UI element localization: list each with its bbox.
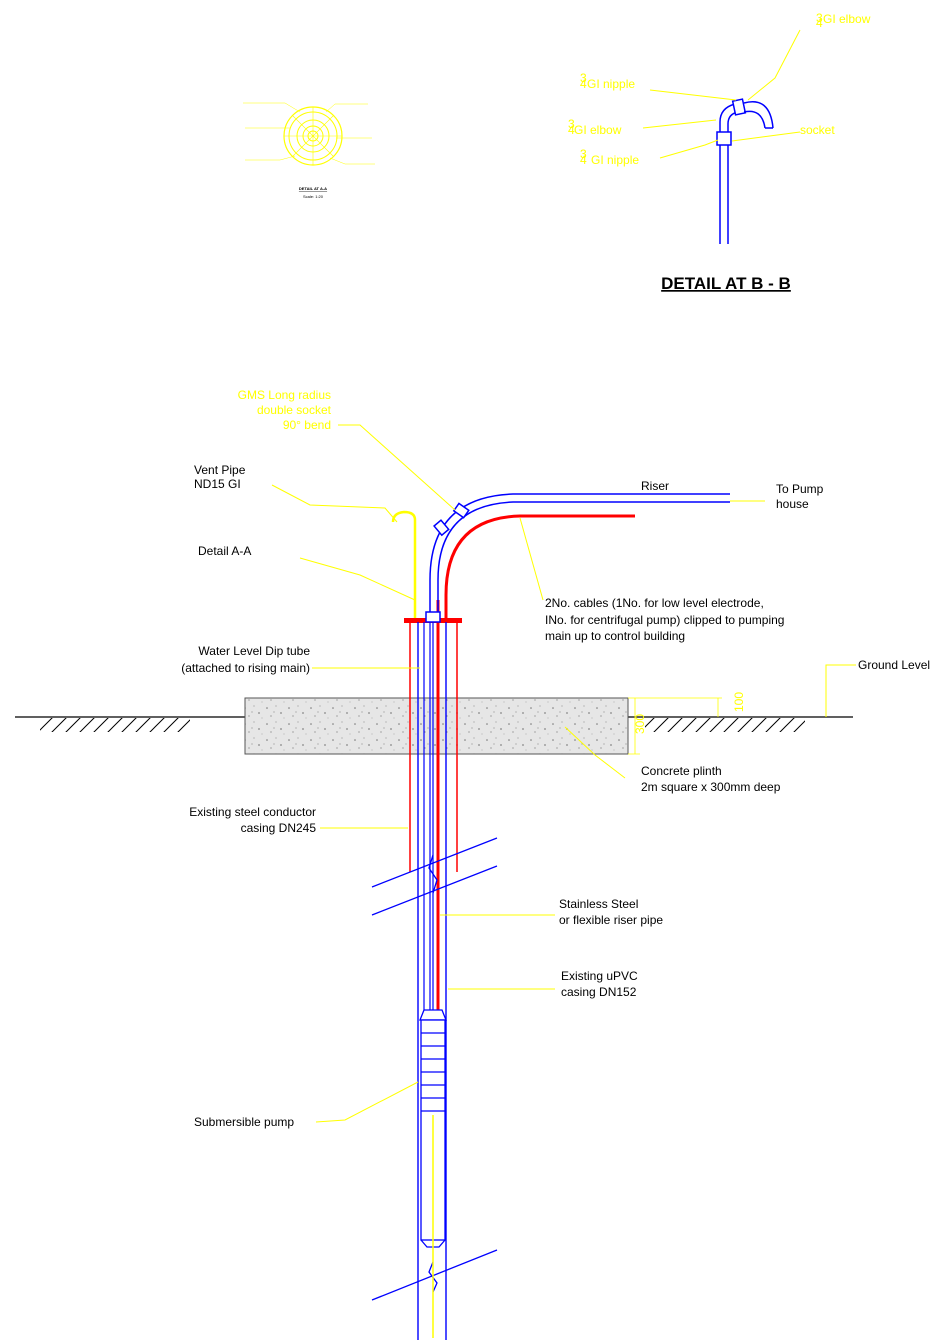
bend-label-2: double socket: [257, 403, 332, 417]
to-pump-label-1: To Pump: [776, 482, 824, 496]
vent-label-2: ND15 GI: [194, 477, 241, 491]
ground-level-label: Ground Level: [858, 658, 930, 672]
vent-label-1: Vent Pipe: [194, 463, 246, 477]
gi-elbow-top-label: GI elbow: [823, 12, 871, 26]
upvc-label-1: Existing uPVC: [561, 969, 638, 983]
dip-label-1: Water Level Dip tube: [198, 644, 310, 658]
socket-label: socket: [800, 123, 835, 137]
gi-nipple-bottom-label: GI nipple: [591, 153, 639, 167]
detail-aa-label: Detail A-A: [198, 544, 251, 558]
riser-label: Riser: [641, 479, 669, 493]
main-section: 300 100: [15, 388, 930, 1340]
submersible-pump: [419, 1009, 447, 1248]
svg-text:4: 4: [580, 153, 587, 167]
svg-text:3: 3: [580, 147, 587, 161]
svg-text:4: 4: [568, 123, 575, 137]
casing245-label-2: casing DN245: [241, 821, 317, 835]
detail-a-section: DETAIL AT A-A Scale: 1:20: [243, 102, 375, 199]
dim-300: 300: [633, 714, 647, 734]
svg-text:3: 3: [816, 11, 823, 25]
detail-b-section: 3 4 GI elbow 3 4 GI nipple 3 4 GI elbow …: [568, 11, 871, 293]
stainless-label-2: or flexible riser pipe: [559, 913, 663, 927]
pump-label: Submersible pump: [194, 1115, 294, 1129]
upvc-label-2: casing DN152: [561, 985, 637, 999]
concrete-label-1: Concrete plinth: [641, 764, 722, 778]
gi-elbow-label: GI elbow: [574, 123, 622, 137]
detail-b-title: DETAIL AT B - B: [661, 274, 791, 293]
svg-text:4: 4: [816, 16, 823, 30]
casing245-label-1: Existing steel conductor: [189, 805, 316, 819]
detail-a-title: DETAIL AT A-A: [299, 186, 327, 191]
svg-text:4: 4: [580, 77, 587, 91]
svg-text:3: 3: [568, 117, 575, 131]
stainless-label-1: Stainless Steel: [559, 897, 638, 911]
detail-a-scale: Scale: 1:20: [303, 194, 324, 199]
bend-label-3: 90° bend: [283, 418, 331, 432]
to-pump-label-2: house: [776, 497, 809, 511]
cables-label-2: INo. for centrifugal pump) clipped to pu…: [545, 613, 784, 627]
svg-text:3: 3: [580, 71, 587, 85]
cables-label-3: main up to control building: [545, 629, 685, 643]
gi-nipple-top-label: GI nipple: [587, 77, 635, 91]
bend-label-1: GMS Long radius: [238, 388, 331, 402]
dim-100: 100: [732, 692, 746, 712]
concrete-label-2: 2m square x 300mm deep: [641, 780, 781, 794]
dip-label-2: (attached to rising main): [181, 661, 310, 675]
cables-label-1: 2No. cables (1No. for low level electrod…: [545, 596, 764, 610]
